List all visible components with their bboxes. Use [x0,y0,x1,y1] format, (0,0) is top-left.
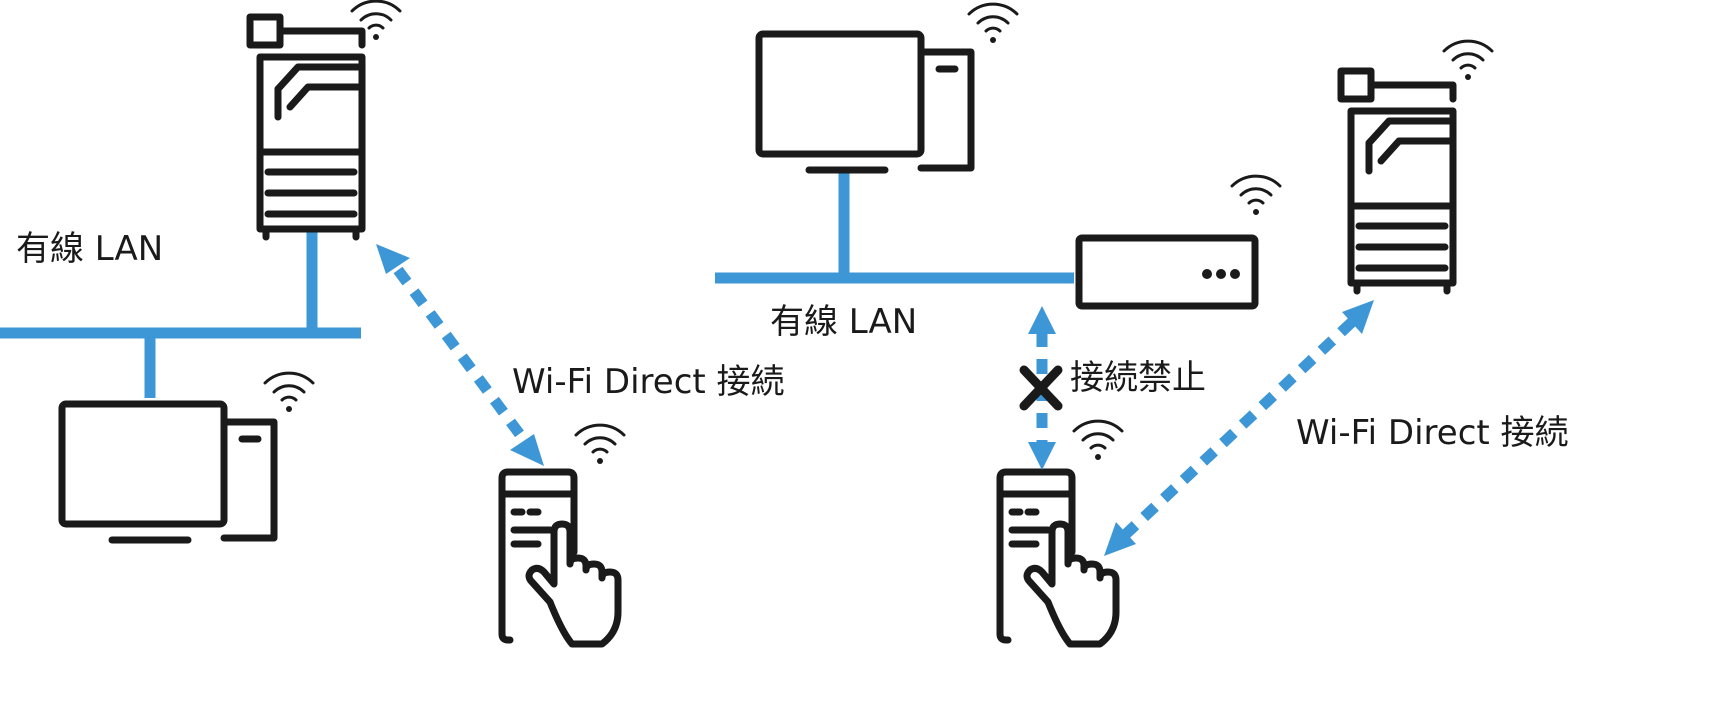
router-icon [1079,238,1255,306]
left-phone-icon [502,472,618,644]
right-wifi-direct-arrow [1104,300,1374,556]
left-wifi-direct-arrow [376,244,544,466]
left-link-label: Wi-Fi Direct 接続 [512,362,785,402]
right-phone-wifi-icon [1072,419,1124,462]
left-pc-wifi-icon [263,371,315,414]
right-pc-icon [759,34,971,170]
right-pc-wifi-icon [967,2,1019,45]
left-pc-icon [62,404,274,540]
blocked-label: 接続禁止 [1070,358,1206,398]
left-phone-wifi-icon [574,423,626,466]
right-phone-icon [1000,472,1116,644]
left-printer-icon [250,17,362,237]
left-lan-label: 有線 LAN [16,229,163,269]
right-lan-label: 有線 LAN [770,302,917,342]
right-printer-wifi-icon [1442,39,1494,82]
router-wifi-icon [1230,174,1282,217]
right-printer-icon [1341,71,1453,291]
blocked-x-icon [1019,365,1063,411]
right-link-label: Wi-Fi Direct 接続 [1296,413,1569,453]
